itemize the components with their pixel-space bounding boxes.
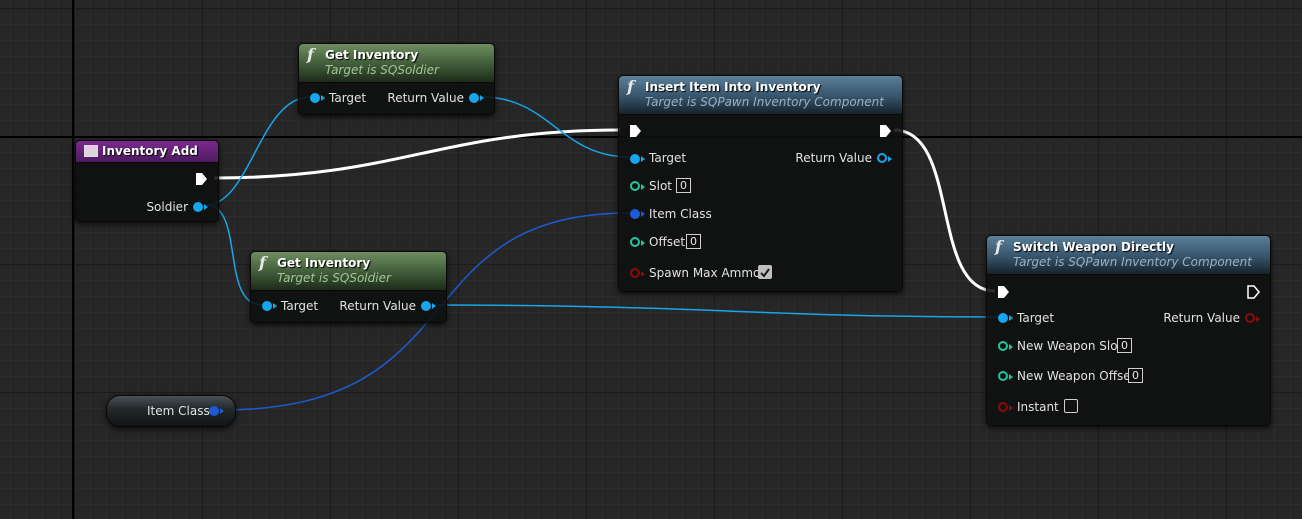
pin-target-in[interactable] — [262, 301, 272, 311]
wire-getinv-top-to-insert-target[interactable] — [481, 96, 631, 158]
pin-return-value-out[interactable] — [1245, 313, 1255, 323]
pin-offset-in[interactable] — [630, 237, 640, 247]
exec-wire-event-to-insert[interactable] — [213, 128, 621, 180]
node-inventory-add[interactable]: Inventory Add Soldier — [75, 140, 219, 222]
pin-arrow — [641, 271, 645, 277]
function-icon: f — [995, 237, 1002, 256]
event-icon — [84, 145, 98, 157]
pin-arrow — [641, 240, 645, 246]
pin-target-in[interactable] — [630, 154, 640, 164]
pin-label-target: Target — [329, 91, 367, 105]
offset-value-input[interactable]: 0 — [686, 234, 701, 249]
node-insert-item-into-inventory[interactable]: f Insert Item Into Inventory Target is S… — [618, 75, 903, 292]
pin-label-return-value: Return Value — [1163, 311, 1240, 325]
node-get-inventory-bottom[interactable]: f Get Inventory Target is SQSoldier Targ… — [250, 251, 447, 323]
pin-label-target: Target — [281, 299, 319, 313]
pin-label-return-value: Return Value — [339, 299, 416, 313]
pin-arrow — [273, 303, 277, 309]
node-header: f Insert Item Into Inventory Target is S… — [619, 76, 902, 115]
function-icon: f — [259, 253, 266, 272]
grid-axis-vertical — [72, 0, 74, 519]
node-title: Inventory Add — [102, 144, 198, 158]
wire-getinv-bottom-to-switch-target[interactable] — [433, 304, 1001, 318]
pin-arrow — [220, 408, 224, 414]
pin-arrow — [1009, 315, 1013, 321]
pin-spawn-max-ammo-in[interactable] — [630, 268, 640, 278]
pin-label-target: Target — [649, 151, 687, 165]
node-header: f Get Inventory Target is SQSoldier — [251, 252, 446, 291]
checkmark-icon — [760, 268, 770, 278]
exec-out-pin[interactable] — [878, 124, 892, 138]
pin-arrow — [321, 95, 325, 101]
node-item-class-variable[interactable]: Item Class — [106, 395, 236, 427]
node-title: Switch Weapon Directly — [1013, 240, 1174, 254]
pin-label-slot: Slot — [649, 179, 672, 193]
pin-arrow — [641, 156, 645, 162]
exec-out-pin[interactable] — [1246, 285, 1260, 299]
spawn-max-ammo-checkbox[interactable] — [758, 265, 772, 279]
node-get-inventory-top[interactable]: f Get Inventory Target is SQSoldier Targ… — [298, 43, 495, 115]
pin-arrow — [888, 156, 892, 162]
pin-arrow — [641, 211, 645, 217]
pin-arrow — [641, 184, 645, 190]
exec-out-pin[interactable] — [194, 172, 208, 186]
pin-label-return-value: Return Value — [387, 91, 464, 105]
pin-label-spawn-max-ammo: Spawn Max Ammo — [649, 266, 761, 280]
pin-arrow — [204, 204, 208, 210]
node-title: Insert Item Into Inventory — [645, 80, 821, 94]
variable-label-item-class: Item Class — [147, 404, 210, 418]
exec-wire-insert-to-switch[interactable] — [893, 128, 996, 293]
pin-return-value-out[interactable] — [877, 153, 887, 163]
pin-label-target: Target — [1017, 311, 1055, 325]
pin-label-instant: Instant — [1017, 400, 1059, 414]
pin-return-value-out[interactable] — [469, 93, 479, 103]
node-header: Inventory Add — [76, 141, 218, 163]
pin-arrow — [480, 95, 484, 101]
pin-slot-in[interactable] — [630, 181, 640, 191]
pin-label-soldier: Soldier — [146, 200, 188, 214]
function-icon: f — [307, 45, 314, 64]
instant-checkbox[interactable] — [1064, 399, 1078, 413]
exec-in-pin[interactable] — [996, 285, 1010, 299]
pin-instant-in[interactable] — [998, 402, 1008, 412]
pin-arrow — [1009, 344, 1013, 350]
node-subtitle: Target is SQPawn Inventory Component — [645, 95, 884, 109]
slot-value-input[interactable]: 0 — [676, 178, 691, 193]
pin-item-class-in[interactable] — [630, 209, 640, 219]
pin-target-in[interactable] — [310, 93, 320, 103]
node-subtitle: Target is SQSoldier — [325, 63, 439, 77]
pin-arrow — [1256, 316, 1260, 322]
node-header: f Switch Weapon Directly Target is SQPaw… — [987, 236, 1270, 275]
pin-item-class-out[interactable] — [209, 406, 219, 416]
node-title: Get Inventory — [325, 48, 419, 62]
new-weapon-slot-value-input[interactable]: 0 — [1117, 338, 1132, 353]
node-subtitle: Target is SQPawn Inventory Component — [1013, 255, 1252, 269]
node-subtitle: Target is SQSoldier — [277, 271, 391, 285]
pin-label-offset: Offset — [649, 235, 686, 249]
node-header: f Get Inventory Target is SQSoldier — [299, 44, 494, 83]
pin-label-new-weapon-offset: New Weapon Offset — [1017, 369, 1136, 383]
pin-arrow — [432, 303, 436, 309]
pin-target-in[interactable] — [998, 313, 1008, 323]
pin-return-value-out[interactable] — [421, 301, 431, 311]
pin-new-weapon-slot-in[interactable] — [998, 341, 1008, 351]
pin-new-weapon-offset-in[interactable] — [998, 371, 1008, 381]
pin-label-return-value: Return Value — [795, 151, 872, 165]
node-title: Get Inventory — [277, 256, 371, 270]
pin-arrow — [1009, 405, 1013, 411]
pin-soldier-out[interactable] — [193, 202, 203, 212]
pin-arrow — [1009, 374, 1013, 380]
pin-label-new-weapon-slot: New Weapon Slot — [1017, 339, 1123, 353]
wire-soldier-to-getinv-top[interactable] — [205, 96, 311, 206]
new-weapon-offset-value-input[interactable]: 0 — [1128, 368, 1143, 383]
pin-label-item-class: Item Class — [649, 207, 712, 221]
function-icon: f — [627, 77, 634, 96]
exec-in-pin[interactable] — [628, 124, 642, 138]
node-switch-weapon-directly[interactable]: f Switch Weapon Directly Target is SQPaw… — [986, 235, 1271, 426]
